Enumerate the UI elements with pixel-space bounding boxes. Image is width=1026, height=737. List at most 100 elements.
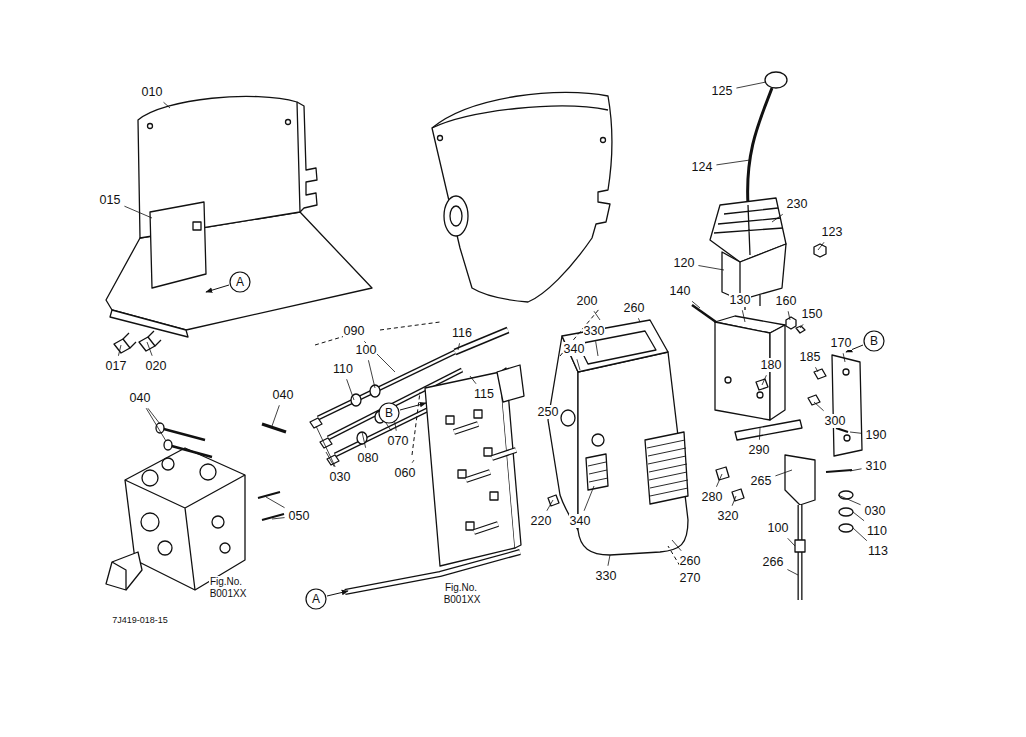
- callout-number: 040: [129, 391, 152, 406]
- console-part: [561, 410, 575, 426]
- circle-outline: [864, 331, 884, 351]
- console-part: [647, 440, 688, 496]
- callout-number: 030: [864, 504, 887, 519]
- callout-number: 340: [569, 514, 592, 529]
- figure-reference: B001XX: [443, 594, 482, 606]
- leader-line: [638, 318, 640, 322]
- control-rods-part: [357, 432, 367, 444]
- console: [548, 320, 688, 555]
- figure-reference: Fig.No.: [209, 576, 243, 588]
- circle-outline: [306, 589, 326, 609]
- floor-cover-part: [286, 120, 291, 125]
- right-hardware: [716, 355, 862, 600]
- lever-plate-part: [454, 424, 516, 532]
- lever-bracket: [692, 305, 805, 420]
- right-hardware-part: [826, 470, 852, 472]
- control-valve-part: [200, 464, 216, 480]
- callout-number: 330: [595, 569, 618, 584]
- leader-line: [412, 460, 414, 463]
- leader-line: [596, 341, 598, 356]
- callout-number: 180: [760, 358, 783, 373]
- lever-bracket-part: [770, 325, 785, 420]
- lever-plate-part: [458, 470, 466, 478]
- callout-number: 220: [530, 514, 553, 529]
- leader-line: [146, 408, 166, 441]
- right-hardware-part: [785, 455, 815, 505]
- lever-plate-part: [497, 365, 524, 402]
- control-valve-part: [141, 513, 159, 531]
- callout-number: 260: [623, 301, 646, 316]
- control-valve-part: [125, 448, 245, 590]
- callout-number: 100: [767, 521, 790, 536]
- leader-line: [547, 500, 553, 511]
- leader-line: [787, 570, 798, 575]
- leader-line: [759, 428, 761, 440]
- right-hardware-part: [814, 369, 826, 379]
- control-valve-part: [220, 543, 230, 553]
- control-valve: [106, 423, 286, 590]
- reference-circle: A: [305, 588, 327, 610]
- callout-number: 030: [329, 470, 352, 485]
- callout-number: 150: [801, 307, 824, 322]
- control-valve-part: [162, 458, 174, 470]
- cowl-part: [432, 92, 612, 302]
- control-valve-part: [160, 428, 205, 440]
- callout-number: 290: [748, 443, 771, 458]
- leader-line: [815, 367, 818, 372]
- lever-plate: [345, 365, 524, 592]
- right-hardware-part: [839, 491, 853, 499]
- callout-number: 010: [141, 85, 164, 100]
- floor-cover-part: [297, 102, 317, 212]
- callout-number: 130: [729, 293, 752, 308]
- right-hardware-part: [716, 467, 729, 480]
- drawing-number: 7J419-018-15: [111, 615, 169, 626]
- lever-bracket-part: [786, 317, 796, 329]
- lever-plate-part: [466, 522, 474, 530]
- inner-panel-part: [193, 222, 201, 230]
- callout-number: 185: [799, 350, 822, 365]
- leader-line: [608, 555, 610, 566]
- cowl-part: [444, 196, 468, 236]
- joystick-part: [722, 244, 786, 300]
- callout-number: 100: [355, 343, 378, 358]
- callout-number: 260: [679, 554, 702, 569]
- cowl-part: [438, 136, 443, 141]
- callout-number: 200: [576, 294, 599, 309]
- group-brackets: [560, 308, 680, 566]
- lever-plate-part: [345, 552, 520, 592]
- callout-number: 060: [394, 466, 417, 481]
- leader-line: [577, 359, 580, 370]
- bolts: [114, 331, 161, 353]
- control-valve-part: [212, 516, 224, 528]
- right-hardware-part: [839, 508, 853, 516]
- console-part: [548, 495, 559, 506]
- leader-line: [164, 102, 170, 108]
- lever-plate-part: [490, 492, 498, 500]
- callout-number: 266: [762, 555, 785, 570]
- circle-outline: [379, 403, 399, 423]
- figure-reference: Fig.No.: [444, 582, 478, 594]
- lever-plate-part: [345, 552, 520, 592]
- joystick: [710, 72, 826, 310]
- callout-number: 123: [821, 225, 844, 240]
- right-hardware-part: [735, 420, 802, 440]
- joystick-part: [714, 205, 783, 255]
- exploded-view-part: [106, 72, 863, 600]
- leader-line: [316, 426, 335, 467]
- control-valve-part: [158, 541, 172, 555]
- reference-arrows-part: [206, 285, 229, 292]
- cowl-part: [450, 206, 462, 226]
- control-valve-part: [125, 475, 245, 590]
- joystick-part: [765, 72, 787, 88]
- inner-panel: [150, 202, 206, 288]
- leader-line: [775, 470, 792, 476]
- leader-line: [470, 376, 476, 384]
- callout-number: 124: [691, 160, 714, 175]
- leader-line: [788, 538, 795, 546]
- lever-plate-part: [446, 416, 454, 424]
- lever-bracket-part: [725, 377, 731, 383]
- lever-plate-part: [484, 448, 492, 456]
- right-hardware-part: [795, 540, 805, 552]
- lever-plate-part: [454, 424, 516, 532]
